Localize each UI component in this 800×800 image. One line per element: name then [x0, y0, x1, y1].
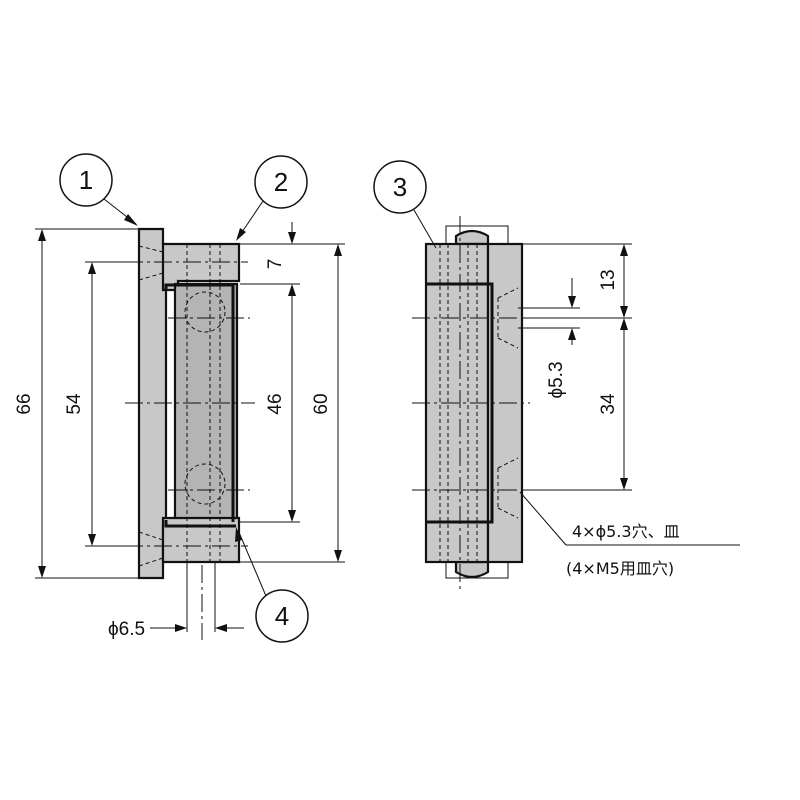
screw-spec-note: (4×M5用皿穴)	[566, 559, 674, 578]
callout-3: 3	[373, 160, 437, 249]
hidden-circle-top	[184, 291, 226, 333]
inner-plate-line	[164, 283, 235, 522]
dim-phi-5-3: ϕ5.3	[546, 361, 567, 398]
callout-2-label: 2	[274, 167, 288, 197]
lower-leaf	[161, 516, 241, 564]
front-view-dimensions	[518, 243, 740, 546]
knuckle-bottom	[454, 560, 490, 579]
callout-4: 4	[235, 527, 309, 643]
dim-46: 46	[265, 393, 286, 414]
front-countersink-top	[497, 287, 519, 349]
callout-1: 1	[59, 153, 138, 226]
dim-7: 7	[265, 259, 286, 270]
countersink-bottom	[138, 531, 164, 567]
side-view	[125, 227, 255, 640]
dim-phi-6-5: ϕ6.5	[108, 619, 145, 640]
hidden-circle-bottom	[184, 463, 226, 505]
front-view	[412, 216, 540, 590]
inner-plate-line-bottom	[164, 520, 236, 528]
callout-1-label: 1	[79, 165, 93, 195]
side-view-dimensions	[35, 222, 345, 632]
upper-leaf	[161, 242, 241, 292]
callout-3-label: 3	[393, 172, 407, 202]
callout-2: 2	[236, 155, 308, 241]
knuckle-top	[454, 229, 490, 246]
dim-60: 60	[311, 393, 332, 414]
hole-spec-note: 4×ϕ5.3穴、皿	[572, 522, 680, 541]
front-countersink-bottom	[497, 457, 519, 519]
dim-13: 13	[598, 269, 619, 290]
callout-4-label: 4	[275, 601, 289, 631]
dim-34: 34	[598, 393, 619, 415]
dim-66: 66	[14, 393, 35, 414]
dim-54: 54	[64, 393, 85, 415]
